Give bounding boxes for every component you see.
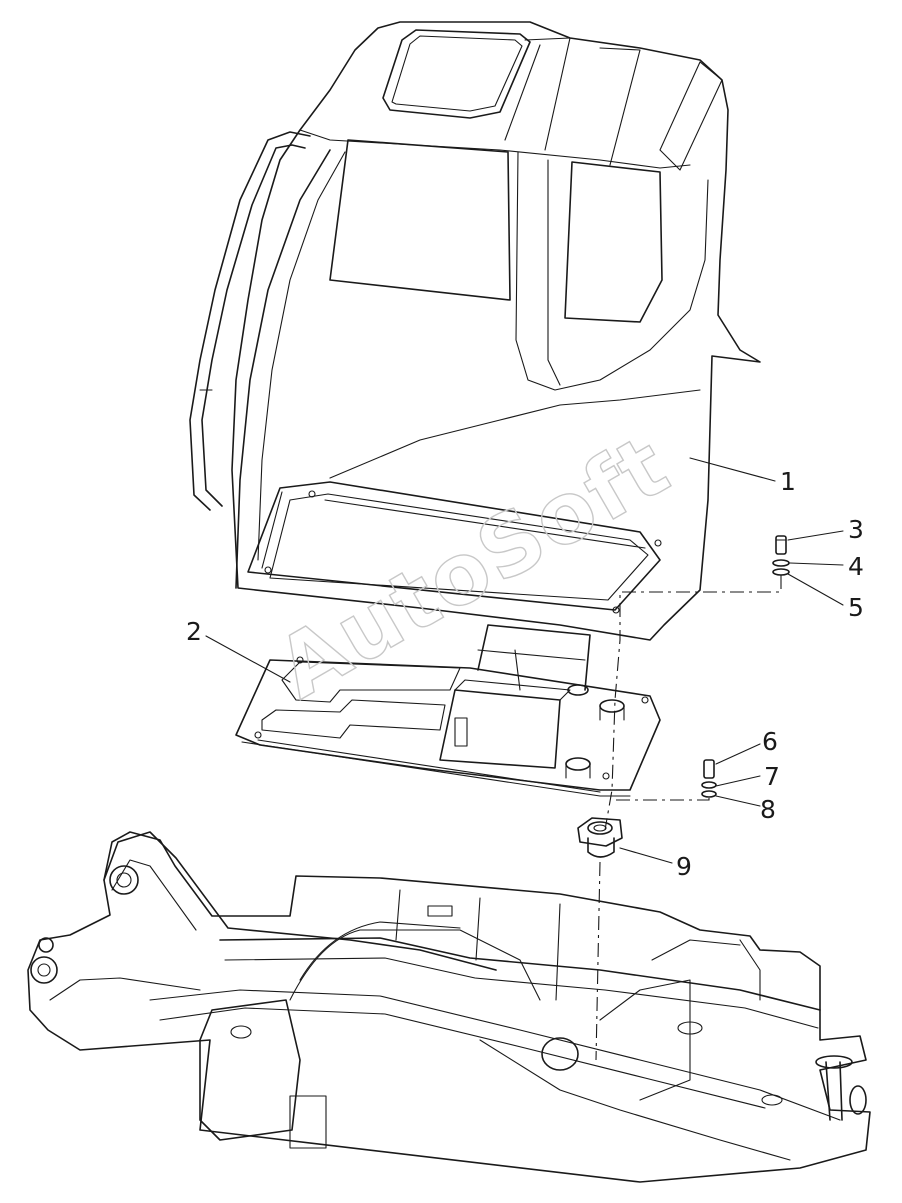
callout-leaders <box>205 457 844 864</box>
callout-7: 7 <box>764 762 780 791</box>
callout-3: 3 <box>848 515 864 544</box>
callout-6: 6 <box>762 727 778 756</box>
callout-9: 9 <box>676 852 692 881</box>
callout-1: 1 <box>780 467 796 496</box>
callout-4: 4 <box>848 552 864 581</box>
chassis-frame <box>27 831 871 1183</box>
floor-plate <box>235 624 661 797</box>
callout-8: 8 <box>760 795 776 824</box>
damper-mount <box>577 817 623 858</box>
callout-labels: 1 2 3 4 5 6 7 8 9 <box>186 467 864 881</box>
fastener-set-lower <box>701 759 717 798</box>
assembly-centerlines <box>595 575 782 1061</box>
fastener-set-upper <box>772 535 790 576</box>
watermark-autosoft: AutoSoft <box>261 416 686 718</box>
callout-2: 2 <box>186 617 202 646</box>
callout-5: 5 <box>848 593 864 622</box>
cab-shell <box>189 21 761 641</box>
